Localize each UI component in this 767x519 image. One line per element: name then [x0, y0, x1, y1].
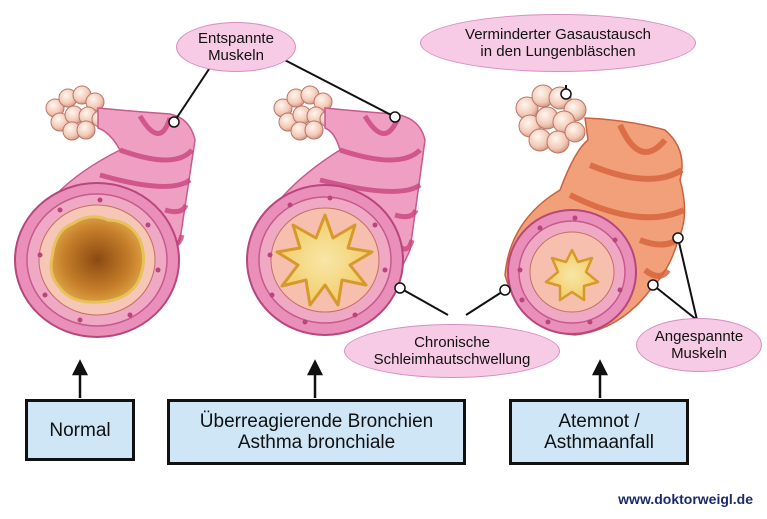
label-chronic-swelling-line1: Chronische: [414, 334, 490, 351]
stage-asthma-attack-line1: Atemnot /: [558, 411, 640, 432]
arrow-up-icon: [71, 359, 89, 376]
stage-box-overreactive: Überreagierende Bronchien Asthma bronchi…: [167, 399, 466, 465]
bronchus-overreactive: [246, 85, 426, 336]
bronchus-asthma-attack: [504, 84, 686, 336]
label-reduced-gas-exchange: Verminderter Gasaustausch in den Lungenb…: [420, 14, 696, 72]
label-reduced-gas-exchange-line2: in den Lungenbläschen: [480, 43, 636, 60]
alveoli-cluster-3: [515, 84, 587, 154]
leader-dots: [168, 88, 684, 296]
stage-overreactive-line2: Asthma bronchiale: [237, 432, 396, 453]
label-relaxed-muscles: Entspannte Muskeln: [176, 22, 296, 72]
label-relaxed-muscles-line2: Muskeln: [208, 47, 264, 64]
label-chronic-swelling-line2: Schleimhautschwellung: [373, 351, 531, 368]
alveoli-cluster-1: [45, 85, 109, 141]
stage-asthma-attack-line2: Asthmaanfall: [544, 432, 654, 453]
leader-lines: [173, 54, 698, 321]
stage-overreactive-line1: Überreagierende Bronchien: [199, 411, 434, 432]
arrow-up-icon: [591, 359, 609, 376]
stage-box-normal: Normal: [25, 399, 135, 461]
label-tense-muscles-line2: Muskeln: [671, 345, 727, 362]
stage-arrows: [71, 359, 609, 398]
label-reduced-gas-exchange-line1: Verminderter Gasaustausch: [465, 26, 651, 43]
label-chronic-swelling: Chronische Schleimhautschwellung: [344, 324, 560, 378]
label-tense-muscles-line1: Angespannte: [654, 328, 744, 345]
alveoli-cluster-2: [273, 85, 337, 141]
label-tense-muscles: Angespannte Muskeln: [636, 318, 762, 372]
stage-box-asthma-attack: Atemnot / Asthmaanfall: [509, 399, 689, 465]
arrow-up-icon: [306, 359, 324, 376]
bronchus-normal: [14, 85, 196, 338]
stage-normal-line1: Normal: [49, 419, 111, 441]
label-relaxed-muscles-line1: Entspannte: [198, 30, 274, 47]
watermark: www.doktorweigl.de: [618, 491, 753, 507]
